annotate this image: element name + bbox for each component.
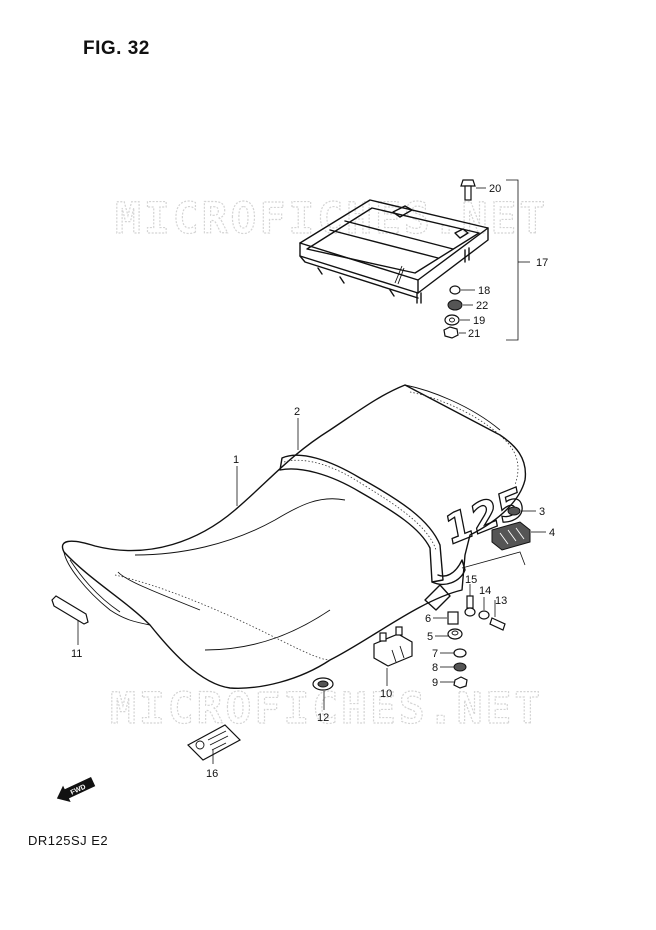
callout-10: 10	[380, 688, 392, 700]
callout-12: 12	[317, 712, 329, 724]
part-10-cushion	[373, 626, 413, 667]
callout-11: 11	[71, 648, 82, 660]
fwd-arrow-icon: FWD	[56, 777, 96, 802]
part-7-washer	[453, 648, 467, 658]
callout-7: 7	[432, 648, 438, 660]
cushion-22	[447, 299, 463, 311]
nut-21	[443, 326, 459, 339]
callout-2: 2	[294, 406, 300, 418]
callout-20: 20	[489, 183, 501, 195]
part-15-bolt	[464, 595, 476, 617]
callout-13: 13	[495, 595, 507, 607]
callout-6: 6	[425, 613, 431, 625]
callout-18: 18	[478, 285, 490, 297]
callout-15: 15	[465, 574, 477, 586]
callout-17: 17	[536, 257, 548, 269]
part-8-washer	[453, 662, 467, 672]
callout-21: 21	[468, 328, 480, 340]
callout-8: 8	[432, 662, 438, 674]
callout-22: 22	[476, 300, 488, 312]
part-9-nut	[453, 676, 468, 689]
washer-19	[444, 314, 460, 326]
callout-1: 1	[233, 454, 239, 466]
part-11-hook	[51, 595, 89, 625]
part-5-cushion	[447, 628, 463, 640]
bolt-20	[460, 179, 476, 201]
collar-18	[449, 285, 461, 295]
part-4-damper	[491, 521, 531, 551]
fwd-label: FWD	[70, 784, 87, 797]
part-14-washer	[478, 610, 490, 620]
part-13-screw	[489, 617, 506, 631]
callout-labels: 1 2 3 4 5 6 7 8 9 10 11 12 13 14 15 16 1…	[71, 183, 555, 780]
callout-5: 5	[427, 631, 433, 643]
part-6-collar	[447, 611, 459, 625]
callout-16: 16	[206, 768, 218, 780]
callout-14: 14	[479, 585, 491, 597]
bracket-17	[506, 179, 519, 341]
seat-strap	[279, 454, 466, 611]
callout-4: 4	[549, 527, 555, 539]
figure-title: FIG. 32	[83, 38, 150, 59]
callout-3: 3	[539, 506, 545, 518]
watermark-top: MICROFICHES.NET	[115, 194, 548, 244]
model-code-label: DR125SJ E2	[28, 833, 109, 848]
rear-carrier	[299, 199, 489, 304]
callout-9: 9	[432, 677, 438, 689]
part-16-label	[187, 724, 241, 761]
part-3-clip	[507, 506, 521, 516]
seat-assembly	[61, 384, 527, 689]
watermark-bottom: MICROFICHES.NET	[110, 684, 543, 734]
part-12-grommet	[312, 677, 334, 691]
callout-19: 19	[473, 315, 485, 327]
